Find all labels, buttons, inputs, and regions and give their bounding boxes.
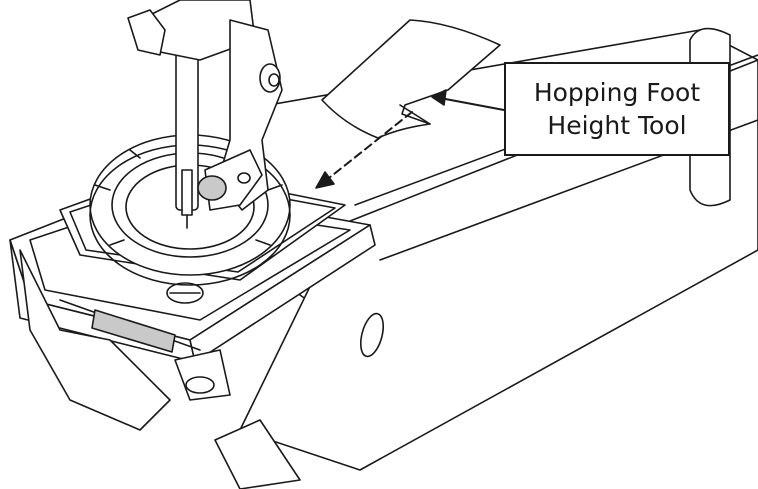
placement-arrow [315, 111, 413, 189]
callout-line-1: Hopping Foot [533, 78, 701, 107]
callout-leader-arrow [431, 89, 505, 111]
callout-line-2: Height Tool [547, 111, 687, 140]
height-tool-card [321, 19, 501, 139]
presser-foot-assembly [127, 0, 283, 229]
callout-label-box: Hopping Foot Height Tool [504, 62, 730, 156]
